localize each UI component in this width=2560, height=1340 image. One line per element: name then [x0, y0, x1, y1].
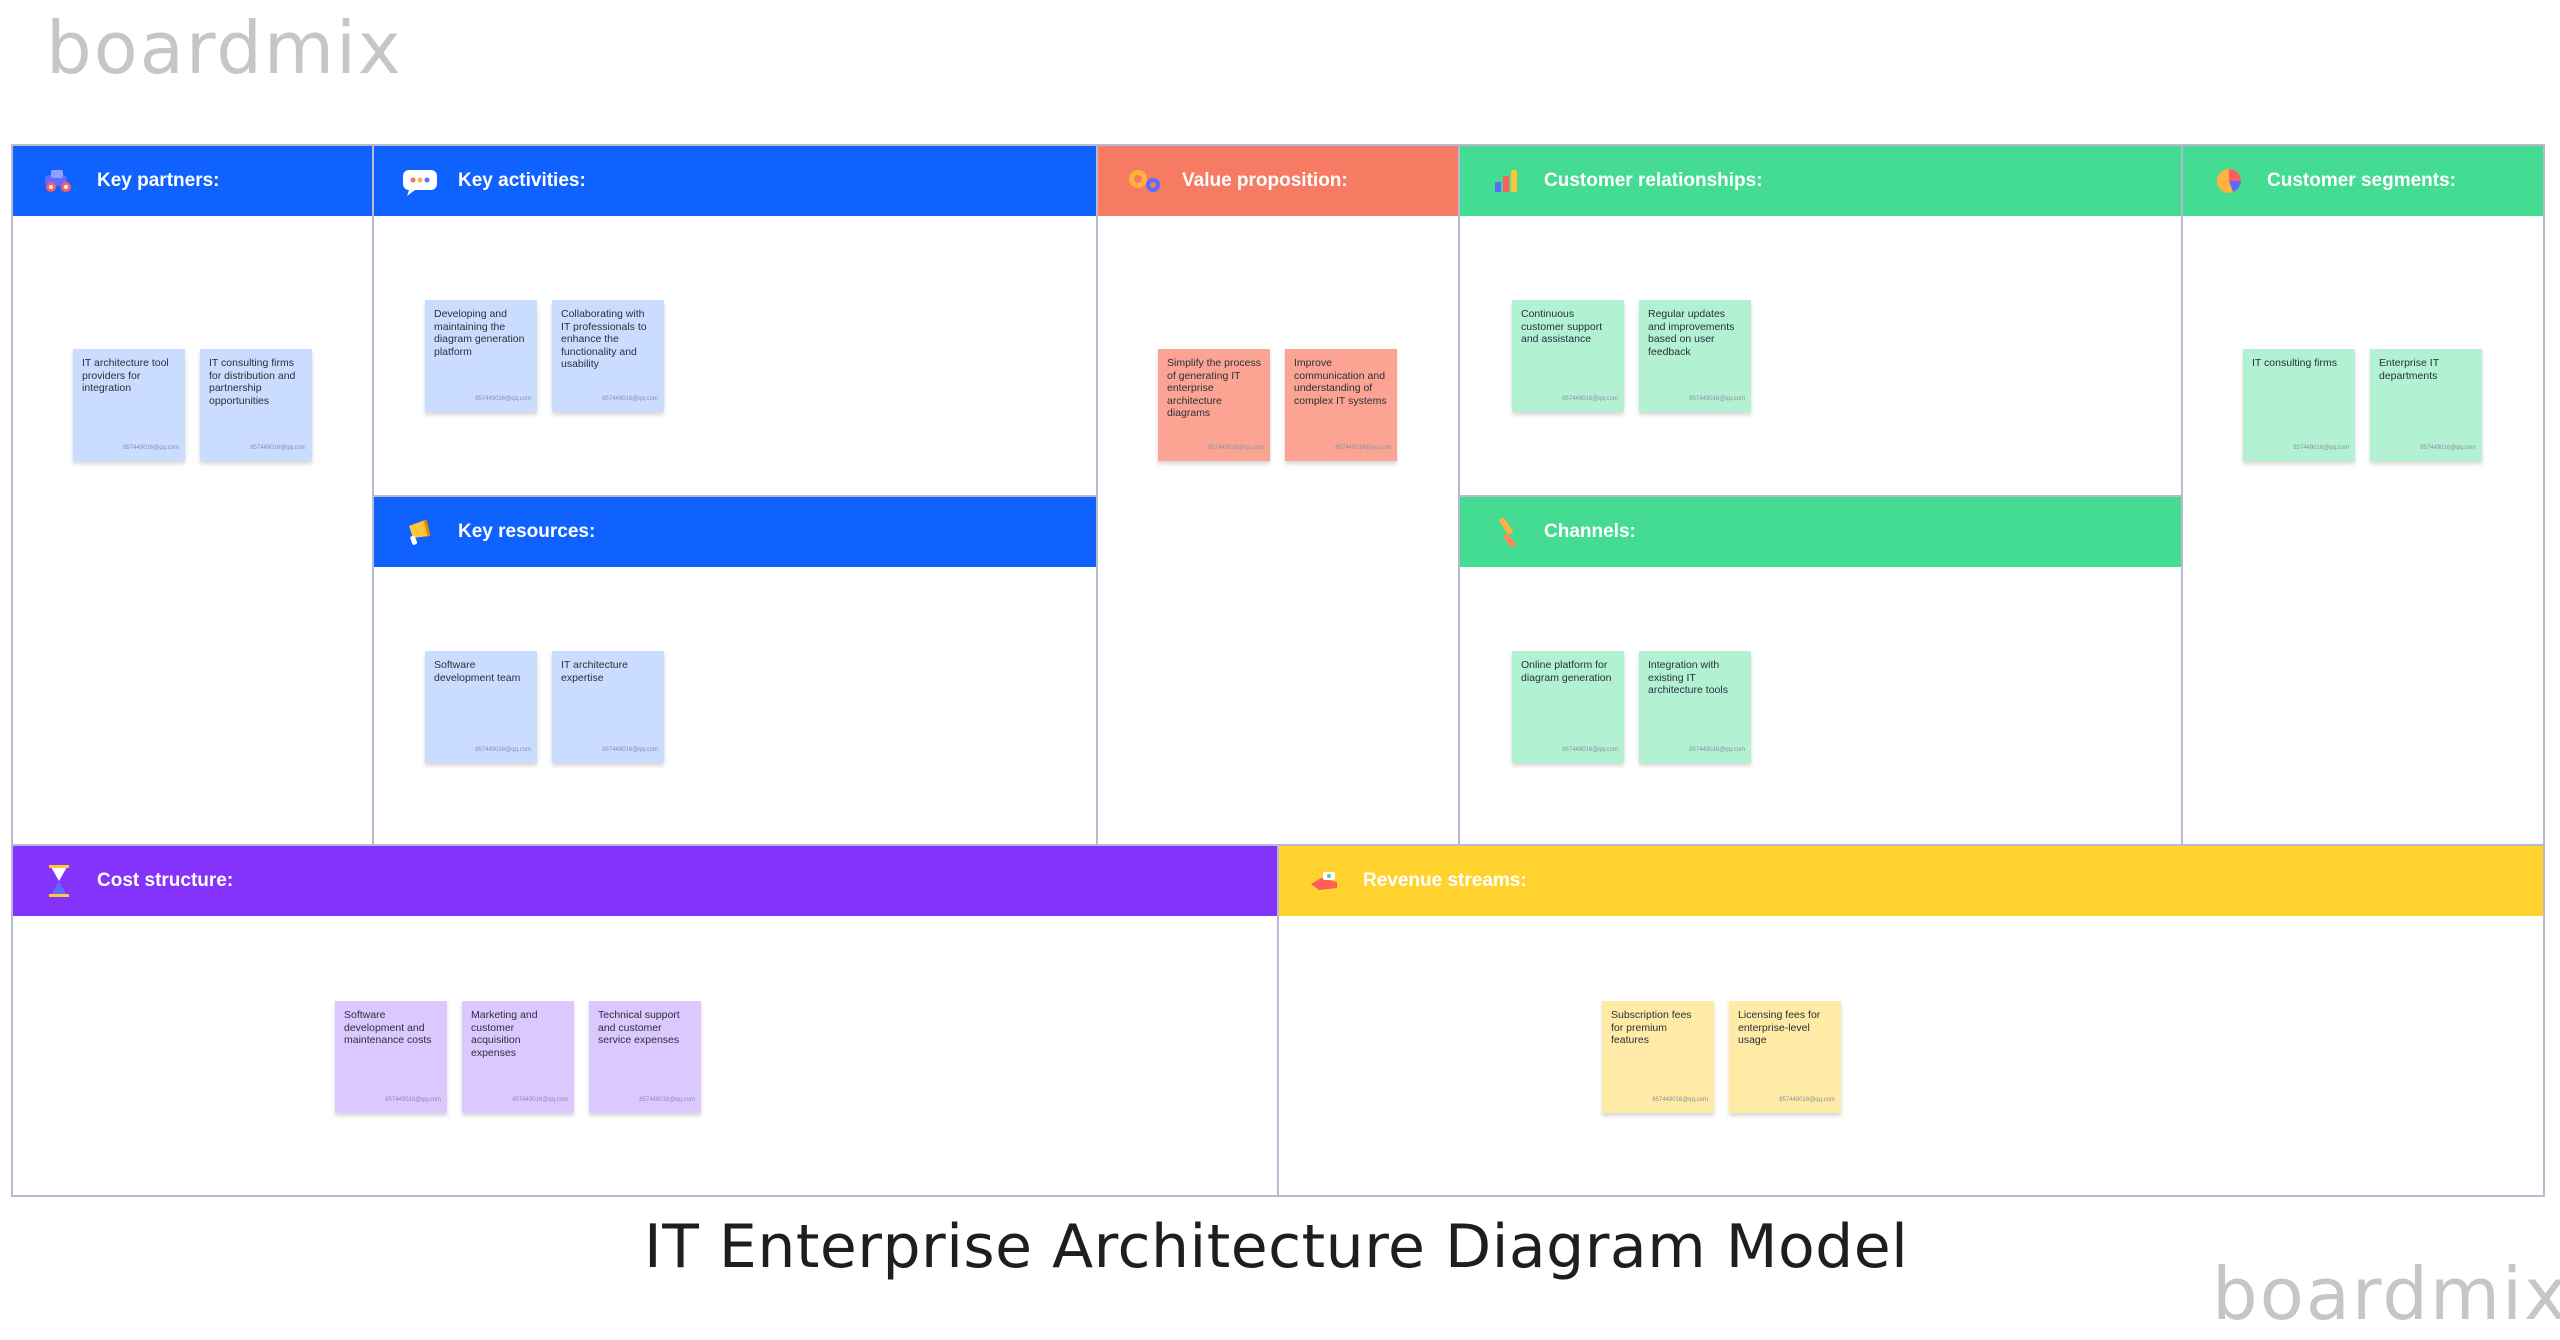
note-author: 857449016@qq.com	[2420, 444, 2476, 451]
note-text: IT architecture tool providers for integ…	[82, 357, 169, 394]
section-title: Channels:	[1544, 521, 1636, 542]
sticky-note[interactable]: IT consulting firms 857449016@qq.com	[2243, 349, 2355, 461]
sticky-note[interactable]: Marketing and customer acquisition expen…	[462, 1001, 574, 1113]
note-author: 857449016@qq.com	[512, 1096, 568, 1103]
section-header-customer-relationships: Customer relationships:	[1460, 146, 2181, 216]
note-text: Technical support and customer service e…	[598, 1009, 680, 1046]
note-text: IT consulting firms for distribution and…	[209, 357, 296, 407]
section-header-key-activities: Key activities:	[374, 146, 1096, 216]
note-text: Marketing and customer acquisition expen…	[471, 1009, 538, 1059]
note-author: 857449016@qq.com	[1689, 395, 1745, 402]
section-customer-relationships: Customer relationships: Continuous custo…	[1458, 144, 2183, 497]
gears-icon	[1124, 161, 1164, 201]
note-text: Subscription fees for premium features	[1611, 1009, 1692, 1046]
note-author: 857449016@qq.com	[2293, 444, 2349, 451]
sticky-note[interactable]: Simplify the process of generating IT en…	[1158, 349, 1270, 461]
diagram-title: IT Enterprise Architecture Diagram Model	[644, 1212, 1909, 1282]
sticky-note[interactable]: Subscription fees for premium features 8…	[1602, 1001, 1714, 1113]
sticky-note[interactable]: Technical support and customer service e…	[589, 1001, 701, 1113]
sticky-note[interactable]: Software development team 857449016@qq.c…	[425, 651, 537, 763]
note-author: 857449016@qq.com	[1779, 1096, 1835, 1103]
sticky-note[interactable]: Regular updates and improvements based o…	[1639, 300, 1751, 412]
note-text: Enterprise IT departments	[2379, 357, 2439, 382]
note-author: 857449016@qq.com	[1335, 444, 1391, 451]
brush-icon	[1486, 512, 1526, 552]
note-author: 857449016@qq.com	[602, 395, 658, 402]
pie-chart-icon	[2209, 161, 2249, 201]
section-title: Value proposition:	[1182, 170, 1348, 191]
sticky-note[interactable]: Continuous customer support and assistan…	[1512, 300, 1624, 412]
section-revenue-streams: Revenue streams: Subscription fees for p…	[1277, 844, 2545, 1197]
note-author: 857449016@qq.com	[475, 746, 531, 753]
section-value-proposition: Value proposition: Simplify the process …	[1096, 144, 1460, 846]
section-header-value-proposition: Value proposition:	[1098, 146, 1458, 216]
note-text: IT architecture expertise	[561, 659, 628, 684]
note-author: 857449016@qq.com	[602, 746, 658, 753]
note-text: Improve communication and understanding …	[1294, 357, 1387, 407]
note-text: Simplify the process of generating IT en…	[1167, 357, 1261, 419]
sticky-note[interactable]: Online platform for diagram generation 8…	[1512, 651, 1624, 763]
bar-chart-icon	[1486, 161, 1526, 201]
section-title: Key partners:	[97, 170, 220, 191]
note-author: 857449016@qq.com	[639, 1096, 695, 1103]
section-header-customer-segments: Customer segments:	[2183, 146, 2543, 216]
section-title: Revenue streams:	[1363, 870, 1527, 891]
sticky-note[interactable]: Enterprise IT departments 857449016@qq.c…	[2370, 349, 2482, 461]
section-header-key-resources: Key resources:	[374, 497, 1096, 567]
note-author: 857449016@qq.com	[1208, 444, 1264, 451]
sticky-note[interactable]: Software development and maintenance cos…	[335, 1001, 447, 1113]
note-author: 857449016@qq.com	[1689, 746, 1745, 753]
note-author: 857449016@qq.com	[1652, 1096, 1708, 1103]
note-text: Online platform for diagram generation	[1521, 659, 1612, 684]
sticky-note[interactable]: Improve communication and understanding …	[1285, 349, 1397, 461]
note-text: Licensing fees for enterprise-level usag…	[1738, 1009, 1821, 1046]
section-header-channels: Channels:	[1460, 497, 2181, 567]
note-text: Continuous customer support and assistan…	[1521, 308, 1603, 345]
chat-bubble-icon	[400, 161, 440, 201]
note-author: 857449016@qq.com	[250, 444, 306, 451]
note-text: IT consulting firms	[2252, 357, 2337, 369]
sticky-note[interactable]: Integration with existing IT architectur…	[1639, 651, 1751, 763]
megaphone-icon	[400, 512, 440, 552]
note-text: Developing and maintaining the diagram g…	[434, 308, 525, 358]
section-key-partners: Key partners: IT architecture tool provi…	[11, 144, 374, 846]
note-author: 857449016@qq.com	[385, 1096, 441, 1103]
sticky-note[interactable]: IT consulting firms for distribution and…	[200, 349, 312, 461]
section-title: Cost structure:	[97, 870, 234, 891]
note-author: 857449016@qq.com	[475, 395, 531, 402]
hourglass-icon	[39, 861, 79, 901]
section-key-resources: Key resources: Software development team…	[372, 495, 1098, 846]
sticky-note[interactable]: Developing and maintaining the diagram g…	[425, 300, 537, 412]
note-text: Regular updates and improvements based o…	[1648, 308, 1735, 358]
note-author: 857449016@qq.com	[1562, 746, 1618, 753]
section-header-cost-structure: Cost structure:	[13, 846, 1277, 916]
sticky-note[interactable]: Licensing fees for enterprise-level usag…	[1729, 1001, 1841, 1113]
section-header-revenue-streams: Revenue streams:	[1279, 846, 2543, 916]
vehicle-icon	[39, 161, 79, 201]
note-text: Collaborating with IT professionals to e…	[561, 308, 647, 370]
note-author: 857449016@qq.com	[1562, 395, 1618, 402]
note-author: 857449016@qq.com	[123, 444, 179, 451]
sticky-note[interactable]: Collaborating with IT professionals to e…	[552, 300, 664, 412]
sticky-note[interactable]: IT architecture expertise 857449016@qq.c…	[552, 651, 664, 763]
note-text: Software development team	[434, 659, 521, 684]
note-text: Integration with existing IT architectur…	[1648, 659, 1728, 696]
section-key-activities: Key activities: Developing and maintaini…	[372, 144, 1098, 497]
watermark-top: boardmix	[46, 6, 403, 90]
section-title: Customer relationships:	[1544, 170, 1763, 191]
section-title: Key resources:	[458, 521, 596, 542]
section-title: Customer segments:	[2267, 170, 2456, 191]
note-text: Software development and maintenance cos…	[344, 1009, 432, 1046]
watermark-bottom: boardmix	[2212, 1252, 2560, 1336]
section-channels: Channels: Online platform for diagram ge…	[1458, 495, 2183, 846]
sticky-note[interactable]: IT architecture tool providers for integ…	[73, 349, 185, 461]
section-header-key-partners: Key partners:	[13, 146, 372, 216]
section-customer-segments: Customer segments: IT consulting firms 8…	[2181, 144, 2545, 846]
section-cost-structure: Cost structure: Software development and…	[11, 844, 1279, 1197]
section-title: Key activities:	[458, 170, 586, 191]
hand-money-icon	[1305, 861, 1345, 901]
